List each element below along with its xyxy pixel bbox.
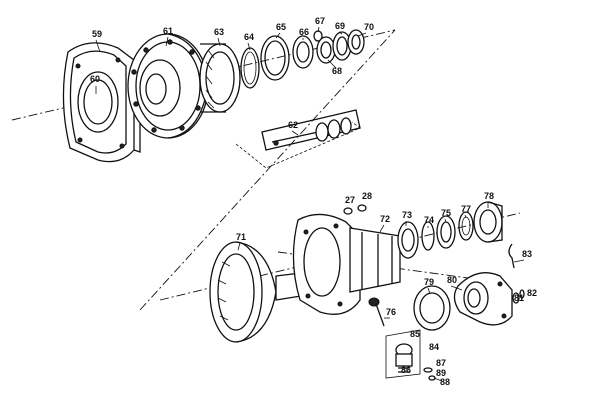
part-label-69: 69 (335, 21, 345, 31)
part-84-sensor-group (385, 329, 436, 381)
part-83-cotter-pin (508, 243, 515, 269)
part-74-ring (421, 221, 435, 251)
part-label-63: 63 (214, 27, 224, 37)
part-82-washer (519, 289, 525, 299)
part-label-71: 71 (236, 232, 246, 242)
part-label-28: 28 (362, 191, 372, 201)
part-label-73: 73 (402, 210, 412, 220)
part-28-screw (357, 204, 367, 212)
part-label-75: 75 (441, 208, 451, 218)
part-number-labels: 59 61 63 64 65 66 67 69 70 68 60 62 27 28 72 73 74 75 77 78… (90, 16, 537, 387)
part-label-61: 61 (163, 26, 173, 36)
part-label-83: 83 (522, 249, 532, 259)
part-64-snap-ring (240, 47, 260, 89)
part-label-86: 86 (401, 365, 411, 375)
part-61-main-housing (127, 33, 209, 139)
part-label-78: 78 (484, 191, 494, 201)
part-label-72: 72 (380, 214, 390, 224)
part-76-bolt (368, 297, 385, 327)
part-label-68: 68 (332, 66, 342, 76)
part-68-gear (316, 36, 336, 64)
part-59-cover-plate (62, 42, 141, 163)
part-label-59: 59 (92, 29, 102, 39)
part-27-washer (343, 207, 353, 215)
part-label-80: 80 (447, 275, 457, 285)
part-65-ring (260, 35, 290, 81)
part-label-27: 27 (345, 195, 355, 205)
part-label-74: 74 (424, 215, 434, 225)
part-73-bearing (397, 221, 419, 259)
part-79-seal-ring (413, 285, 451, 331)
part-label-62: 62 (288, 120, 298, 130)
part-label-60: 60 (90, 74, 100, 84)
part-label-85: 85 (410, 329, 420, 339)
leader-lines (95, 26, 525, 382)
part-63-ring-gear (199, 43, 241, 113)
part-72-lower-housing (292, 213, 401, 315)
part-label-87: 87 (436, 358, 446, 368)
part-label-79: 79 (424, 277, 434, 287)
part-label-89: 89 (436, 368, 446, 378)
part-label-70: 70 (364, 22, 374, 32)
part-label-65: 65 (276, 22, 286, 32)
part-label-66: 66 (299, 27, 309, 37)
part-label-84: 84 (429, 342, 439, 352)
part-62-shaft-group (235, 109, 361, 169)
part-label-67: 67 (315, 16, 325, 26)
part-label-64: 64 (244, 32, 254, 42)
part-label-77: 77 (461, 204, 471, 214)
part-66-bearing (292, 35, 314, 69)
part-80-output-flange (453, 272, 513, 326)
part-label-81: 81 (514, 293, 524, 303)
part-label-88: 88 (440, 377, 450, 387)
part-81-nut (512, 292, 520, 304)
part-label-76: 76 (386, 307, 396, 317)
part-label-82: 82 (527, 288, 537, 298)
part-70-nut (347, 29, 365, 55)
part-78-flange (473, 201, 503, 243)
